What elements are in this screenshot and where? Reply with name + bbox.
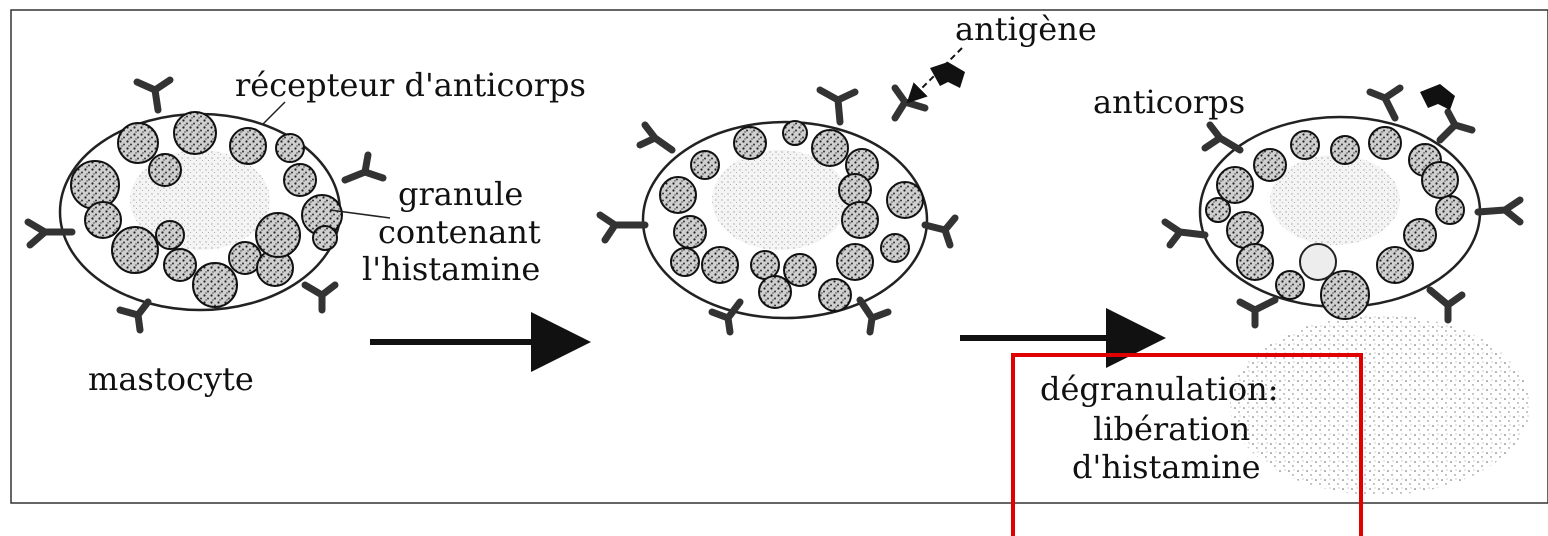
granule-label-2: contenant: [378, 213, 541, 251]
mastocyte-label: mastocyte: [88, 360, 254, 398]
empty-granule: [1300, 244, 1336, 280]
mast-cell-sensitized: [600, 48, 965, 332]
cell-nucleus: [1270, 155, 1400, 245]
degranulation-label-1: dégranulation:: [1040, 370, 1279, 408]
degranulation-label-2: libération: [1093, 410, 1250, 448]
mast-cell-resting: [28, 80, 383, 330]
antigen-label: antigène: [955, 10, 1097, 48]
degranulation-label-3: d'histamine: [1072, 448, 1261, 486]
granule-label-3: l'histamine: [362, 250, 540, 288]
granule-label-1: granule: [398, 175, 523, 213]
antigen-shape: [930, 62, 965, 88]
receptor-label: récepteur d'anticorps: [235, 66, 586, 104]
receptor-pointer: [262, 102, 285, 125]
antibody-label: anticorps: [1093, 83, 1245, 121]
bound-antigen: [1420, 84, 1455, 110]
